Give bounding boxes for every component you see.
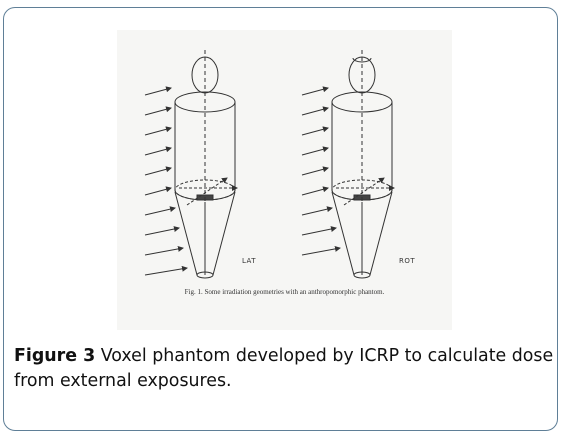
lat-arrows bbox=[144, 86, 188, 276]
figure-caption-text: Voxel phantom developed by ICRP to calcu… bbox=[14, 346, 554, 391]
rot-phantom bbox=[331, 50, 395, 279]
lat-phantom bbox=[174, 50, 238, 279]
lat-label: LAT bbox=[242, 257, 257, 265]
rot-arrows bbox=[301, 86, 341, 256]
figure-caption: Figure 3 Voxel phantom developed by ICRP… bbox=[14, 344, 554, 394]
figure-image: LAT ROT Fig. 1. Some irradiation geometr… bbox=[117, 30, 452, 330]
rot-label: ROT bbox=[399, 257, 416, 265]
phantom-illustration bbox=[144, 50, 395, 279]
figure-caption-label: Figure 3 bbox=[14, 346, 96, 366]
inner-figure-caption: Fig. 1. Some irradiation geometries with… bbox=[184, 288, 385, 296]
